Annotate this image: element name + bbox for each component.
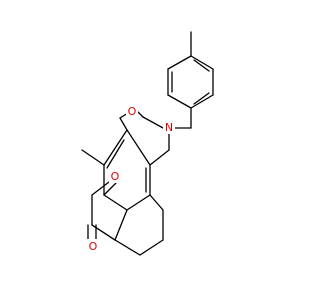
tolyl-ring-bond-1 bbox=[167, 55, 192, 70]
atom-label-layer: O O N O bbox=[87, 104, 175, 253]
oxazine-oxygen-background bbox=[126, 104, 138, 118]
aromatic-methyl-bond bbox=[81, 149, 105, 166]
central-ring-bond-1 bbox=[119, 117, 128, 131]
central-ring-bond-2 bbox=[126, 129, 151, 166]
cyclohexene-bond-1 bbox=[114, 239, 141, 256]
molecule-structure-diagram: O O N O bbox=[81, 31, 214, 256]
central-ring-bond-4 bbox=[126, 194, 151, 211]
tolyl-ring-inner-bond-c bbox=[193, 59, 210, 72]
bond-layer bbox=[81, 31, 214, 256]
lactone-ring-bond-2 bbox=[114, 209, 128, 241]
cyclohexene-bond-5 bbox=[91, 224, 116, 241]
nitrogen-background bbox=[163, 120, 175, 134]
cyclohexene-bond-2 bbox=[139, 239, 164, 256]
lactone-o-bond-2 bbox=[91, 181, 110, 196]
cyclohexene-bond-4 bbox=[149, 194, 164, 211]
central-ring-inner-bond-b bbox=[106, 139, 125, 169]
oxazine-oxygen-label: O bbox=[128, 105, 137, 118]
n-ch2-o-bond-2 bbox=[137, 111, 144, 118]
nitrogen-label: N bbox=[165, 121, 173, 134]
lactone-o-bond-1 bbox=[103, 181, 118, 196]
central-ring-bond-7 bbox=[103, 129, 128, 166]
carbonyl-oxygen-background bbox=[87, 239, 99, 253]
lactone-oxygen-background bbox=[109, 169, 121, 183]
lactone-oxygen-label: O bbox=[111, 170, 120, 183]
n-ch2-ar-bond-2 bbox=[149, 149, 170, 166]
tolyl-ring-bond-3 bbox=[167, 94, 192, 109]
n-ch2-o-bond-1 bbox=[142, 116, 164, 129]
central-ring-bond-5 bbox=[103, 194, 128, 211]
tolyl-ring-bond-6 bbox=[190, 55, 214, 70]
carbonyl-oxygen-label: O bbox=[89, 240, 98, 253]
tolyl-ring-inner-bond-b bbox=[193, 92, 210, 105]
tolyl-ring-bond-4 bbox=[190, 94, 214, 109]
